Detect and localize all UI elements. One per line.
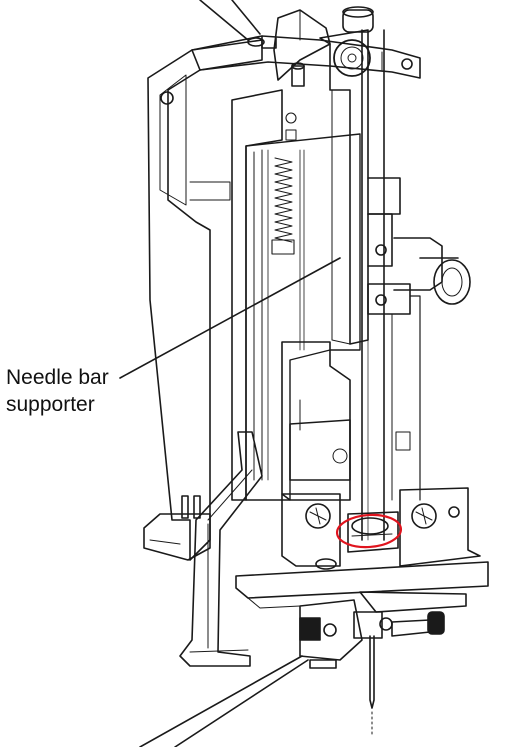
top-bracket [191, 35, 421, 79]
needle-bar-supporter-label-line2: supporter [6, 393, 95, 416]
highlight-circle [335, 513, 403, 549]
needle [369, 635, 375, 737]
back-bracket-plate [147, 39, 263, 561]
lower-supporter-frame [281, 341, 351, 501]
base-plate [235, 558, 489, 613]
left-small-bracket [143, 495, 211, 561]
top-callout-leaders [199, 0, 261, 41]
housing-top-screw [291, 62, 305, 87]
main-housing [231, 89, 361, 501]
right-bracket-middle [367, 283, 421, 501]
presser-foot-leg [179, 431, 263, 667]
bottom-callout-leaders [139, 655, 309, 747]
needle-bar-supporter-label-line1: Needle bar [6, 366, 109, 389]
lower-clamp [281, 487, 481, 567]
needle-clamp [347, 511, 399, 553]
needle-bar-supporter-leader [119, 257, 341, 379]
needle-bar-rod [342, 6, 385, 541]
tension-spring [271, 112, 297, 255]
needle-bar-supporter-label: Needle bar supporter [6, 364, 109, 418]
presser-foot-assembly [299, 599, 445, 669]
right-bracket-upper [367, 177, 471, 305]
